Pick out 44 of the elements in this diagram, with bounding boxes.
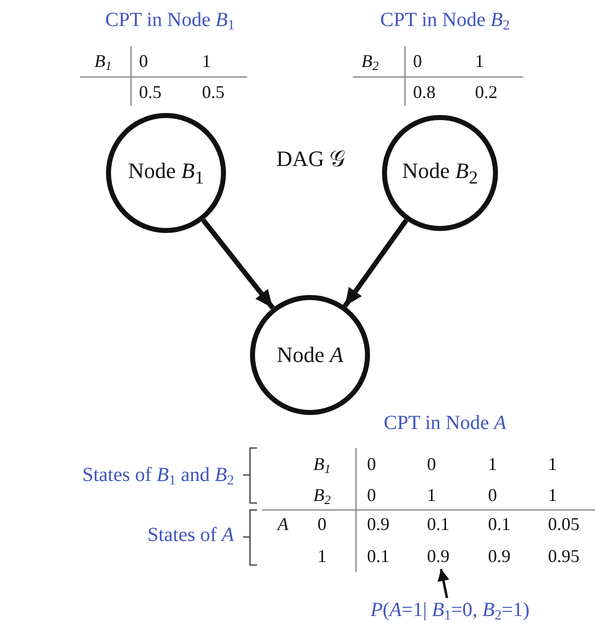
heading-text: States of A xyxy=(147,523,234,547)
table-cell-text: 0 xyxy=(488,484,497,506)
table-cell-text: 1 xyxy=(548,453,557,475)
heading-text: CPT in Node A xyxy=(384,411,506,435)
table-cell-text: 0 xyxy=(367,484,376,506)
table-header-text: B$_{1}$ xyxy=(313,453,331,475)
node-label: Node B$_{1}$ xyxy=(128,158,204,188)
table-cell-text: 0.9 xyxy=(427,545,450,567)
table-cell-text: 0.1 xyxy=(488,513,510,535)
table-cell-text: 1 xyxy=(475,50,484,72)
arrow xyxy=(438,568,450,598)
probability-annotation: P(A=1| B$_{1}$=0, B$_{2}$=1) xyxy=(370,598,530,622)
table-cell-text: 0.9 xyxy=(488,545,510,567)
table-cell-text: 0.8 xyxy=(413,81,436,103)
table-cell-text: 0 xyxy=(413,50,422,72)
table-header-text: A xyxy=(278,513,288,535)
table-cell-text: 0.5 xyxy=(202,81,224,103)
table-cell-text: 1 xyxy=(318,545,326,567)
table-cell-text: 0.2 xyxy=(475,81,498,103)
arrow xyxy=(201,218,275,310)
table-cell-text: 1 xyxy=(427,484,436,506)
table-header-text: B$_{2}$ xyxy=(361,50,379,72)
table-cell-text: 0 xyxy=(318,513,326,535)
table-header-text: B$_{1}$ xyxy=(94,50,112,72)
graph-label: DAG 𝒢 xyxy=(276,148,346,170)
heading-text: States of B$_{1}$ and B$_{2}$ xyxy=(82,463,234,487)
arrow xyxy=(342,218,408,308)
table-cell-text: 0.95 xyxy=(548,545,580,567)
table-cell-text: 0 xyxy=(427,453,436,475)
table-cell-text: 0.1 xyxy=(427,513,450,535)
table-cell-text: 0 xyxy=(139,50,148,72)
node-label: Node A xyxy=(276,342,344,368)
node-label: Node B$_{2}$ xyxy=(402,158,478,188)
table-header-text: B$_{2}$ xyxy=(313,484,331,506)
table-cell-text: 0.1 xyxy=(367,545,390,567)
heading-text: CPT in Node B$_{2}$ xyxy=(380,8,510,32)
table-cell-text: 1 xyxy=(202,50,211,72)
table-cell-text: 1 xyxy=(548,484,557,506)
table-cell-text: 0 xyxy=(367,453,376,475)
table-cell-text: 0.05 xyxy=(548,513,580,535)
table-cell-text: 0.9 xyxy=(367,513,390,535)
table-cell-text: 0.5 xyxy=(139,81,162,103)
heading-text: CPT in Node B$_{1}$ xyxy=(105,8,235,32)
table-cell-text: 1 xyxy=(488,453,497,475)
